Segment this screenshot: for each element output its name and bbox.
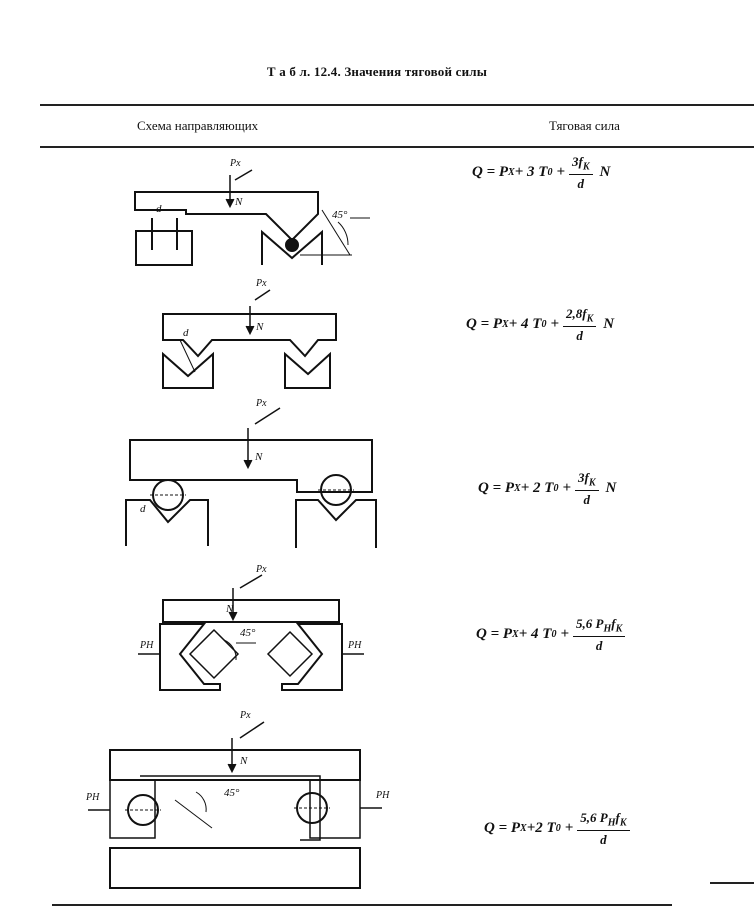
formula-1-mid-sub: 0 xyxy=(547,167,553,179)
diagram-row-1: Px N d 45° xyxy=(134,158,370,266)
formula-1-num: 3f xyxy=(572,154,583,169)
formula-3-num: 3f xyxy=(578,470,589,485)
row4-ph-right-label: PH xyxy=(347,640,362,651)
row1-px-label: Px xyxy=(229,158,241,169)
row5-angle-label: 45° xyxy=(224,787,240,799)
formula-2-den: d xyxy=(576,327,583,343)
formula-2-lhs: Q = P xyxy=(466,316,503,333)
formula-5-fraction: 5,6 PHfK d xyxy=(577,810,630,848)
diagram-row-2: Px N d xyxy=(162,278,337,389)
formula-2-fraction: 2,8fK d xyxy=(563,306,597,344)
row2-d-label: d xyxy=(183,327,189,339)
formula-1-lhs-sub: X xyxy=(508,167,515,179)
formula-1-plus: + xyxy=(556,164,565,181)
formula-1-fraction: 3fK d xyxy=(569,154,593,192)
row5-n-label: N xyxy=(239,755,248,767)
formula-5-mid-sub: 0 xyxy=(555,823,561,835)
formula-4-fraction: 5,6 PHfK d xyxy=(573,616,626,654)
row3-n-label: N xyxy=(254,451,263,463)
row2-n-label: N xyxy=(255,321,264,333)
row3-px-label: Px xyxy=(255,398,267,409)
formula-1-tail: N xyxy=(599,164,611,181)
formula-5-num2-sub: K xyxy=(619,817,627,829)
formula-2-num-sub: K xyxy=(586,313,594,325)
formula-3-mid: + 2 T xyxy=(520,480,554,497)
formula-5-num2: f xyxy=(615,810,620,825)
row4-px-label: Px xyxy=(255,564,267,575)
row5-px-label: Px xyxy=(239,710,251,721)
formula-2-mid: + 4 T xyxy=(508,316,542,333)
formula-1-lhs: Q = P xyxy=(472,164,509,181)
row5-ph-left-label: PH xyxy=(85,792,100,803)
table-caption: Т а б л. 12.4. Значения тяговой силы xyxy=(266,64,488,79)
header-traction-force: Тяговая сила xyxy=(549,118,620,133)
formula-4-lhs-sub: X xyxy=(512,629,519,641)
formula-2-num: 2,8f xyxy=(566,306,587,321)
formula-5-lhs: Q = P xyxy=(484,820,521,837)
formula-5-den: d xyxy=(600,831,607,847)
formula-4-mid-sub: 0 xyxy=(551,629,557,641)
formula-3-num-sub: K xyxy=(588,477,596,489)
formula-3-tail: N xyxy=(605,480,617,497)
formula-5-lhs-sub: X xyxy=(520,823,527,835)
header-scheme: Схема направляющих xyxy=(137,118,259,133)
table-bottom-rule xyxy=(52,904,672,906)
row1-angle-label: 45° xyxy=(332,209,348,221)
row2-px-label: Px xyxy=(255,278,267,289)
formula-4-num2: f xyxy=(611,616,616,631)
formula-2-plus: + xyxy=(550,316,559,333)
formula-3-den: d xyxy=(583,491,591,507)
page-edge-rule xyxy=(710,882,754,884)
row1-d-label: d xyxy=(156,203,162,215)
formula-4-lhs: Q = P xyxy=(476,626,513,643)
diagram-row-4: Px N PH PH 45° xyxy=(138,564,364,691)
formula-5-plus: + xyxy=(564,820,574,837)
formula-5-num: 5,6 P xyxy=(580,810,608,825)
row1-n-label: N xyxy=(234,196,243,208)
row4-n-label: N xyxy=(225,603,234,615)
formula-2-lhs-sub: X xyxy=(502,319,509,331)
diagram-row-5: Px N PH PH 45° xyxy=(85,710,390,889)
formula-5-mid: +2 T xyxy=(526,820,556,837)
formula-3-lhs: Q = P xyxy=(478,480,515,497)
formula-3-lhs-sub: X xyxy=(514,483,521,495)
formula-2-tail: N xyxy=(603,316,615,333)
formula-2-mid-sub: 0 xyxy=(541,319,547,331)
row4-ph-left-label: PH xyxy=(139,640,154,651)
formula-4-num-sub: H xyxy=(603,623,612,635)
table-header-rule xyxy=(40,146,754,148)
formula-4-num2-sub: K xyxy=(615,623,623,635)
formula-1-num-sub: K xyxy=(582,161,590,173)
formula-5-num-sub: H xyxy=(607,817,616,829)
table-top-rule xyxy=(40,104,754,106)
formula-3-mid-sub: 0 xyxy=(553,483,559,495)
formula-1-mid: + 3 T xyxy=(514,164,548,181)
formula-1-den: d xyxy=(577,175,585,191)
formula-4-mid: + 4 T xyxy=(518,626,552,643)
formula-4-num: 5,6 P xyxy=(576,616,604,631)
formula-3-fraction: 3fK d xyxy=(575,470,599,508)
formula-4-den: d xyxy=(595,637,603,653)
row5-ph-right-label: PH xyxy=(375,790,390,801)
row3-d-label: d xyxy=(140,503,146,515)
formula-3-plus: + xyxy=(562,480,571,497)
row4-angle-label: 45° xyxy=(240,627,256,639)
formula-4-plus: + xyxy=(560,626,569,643)
diagram-row-3: Px N d xyxy=(125,398,377,548)
